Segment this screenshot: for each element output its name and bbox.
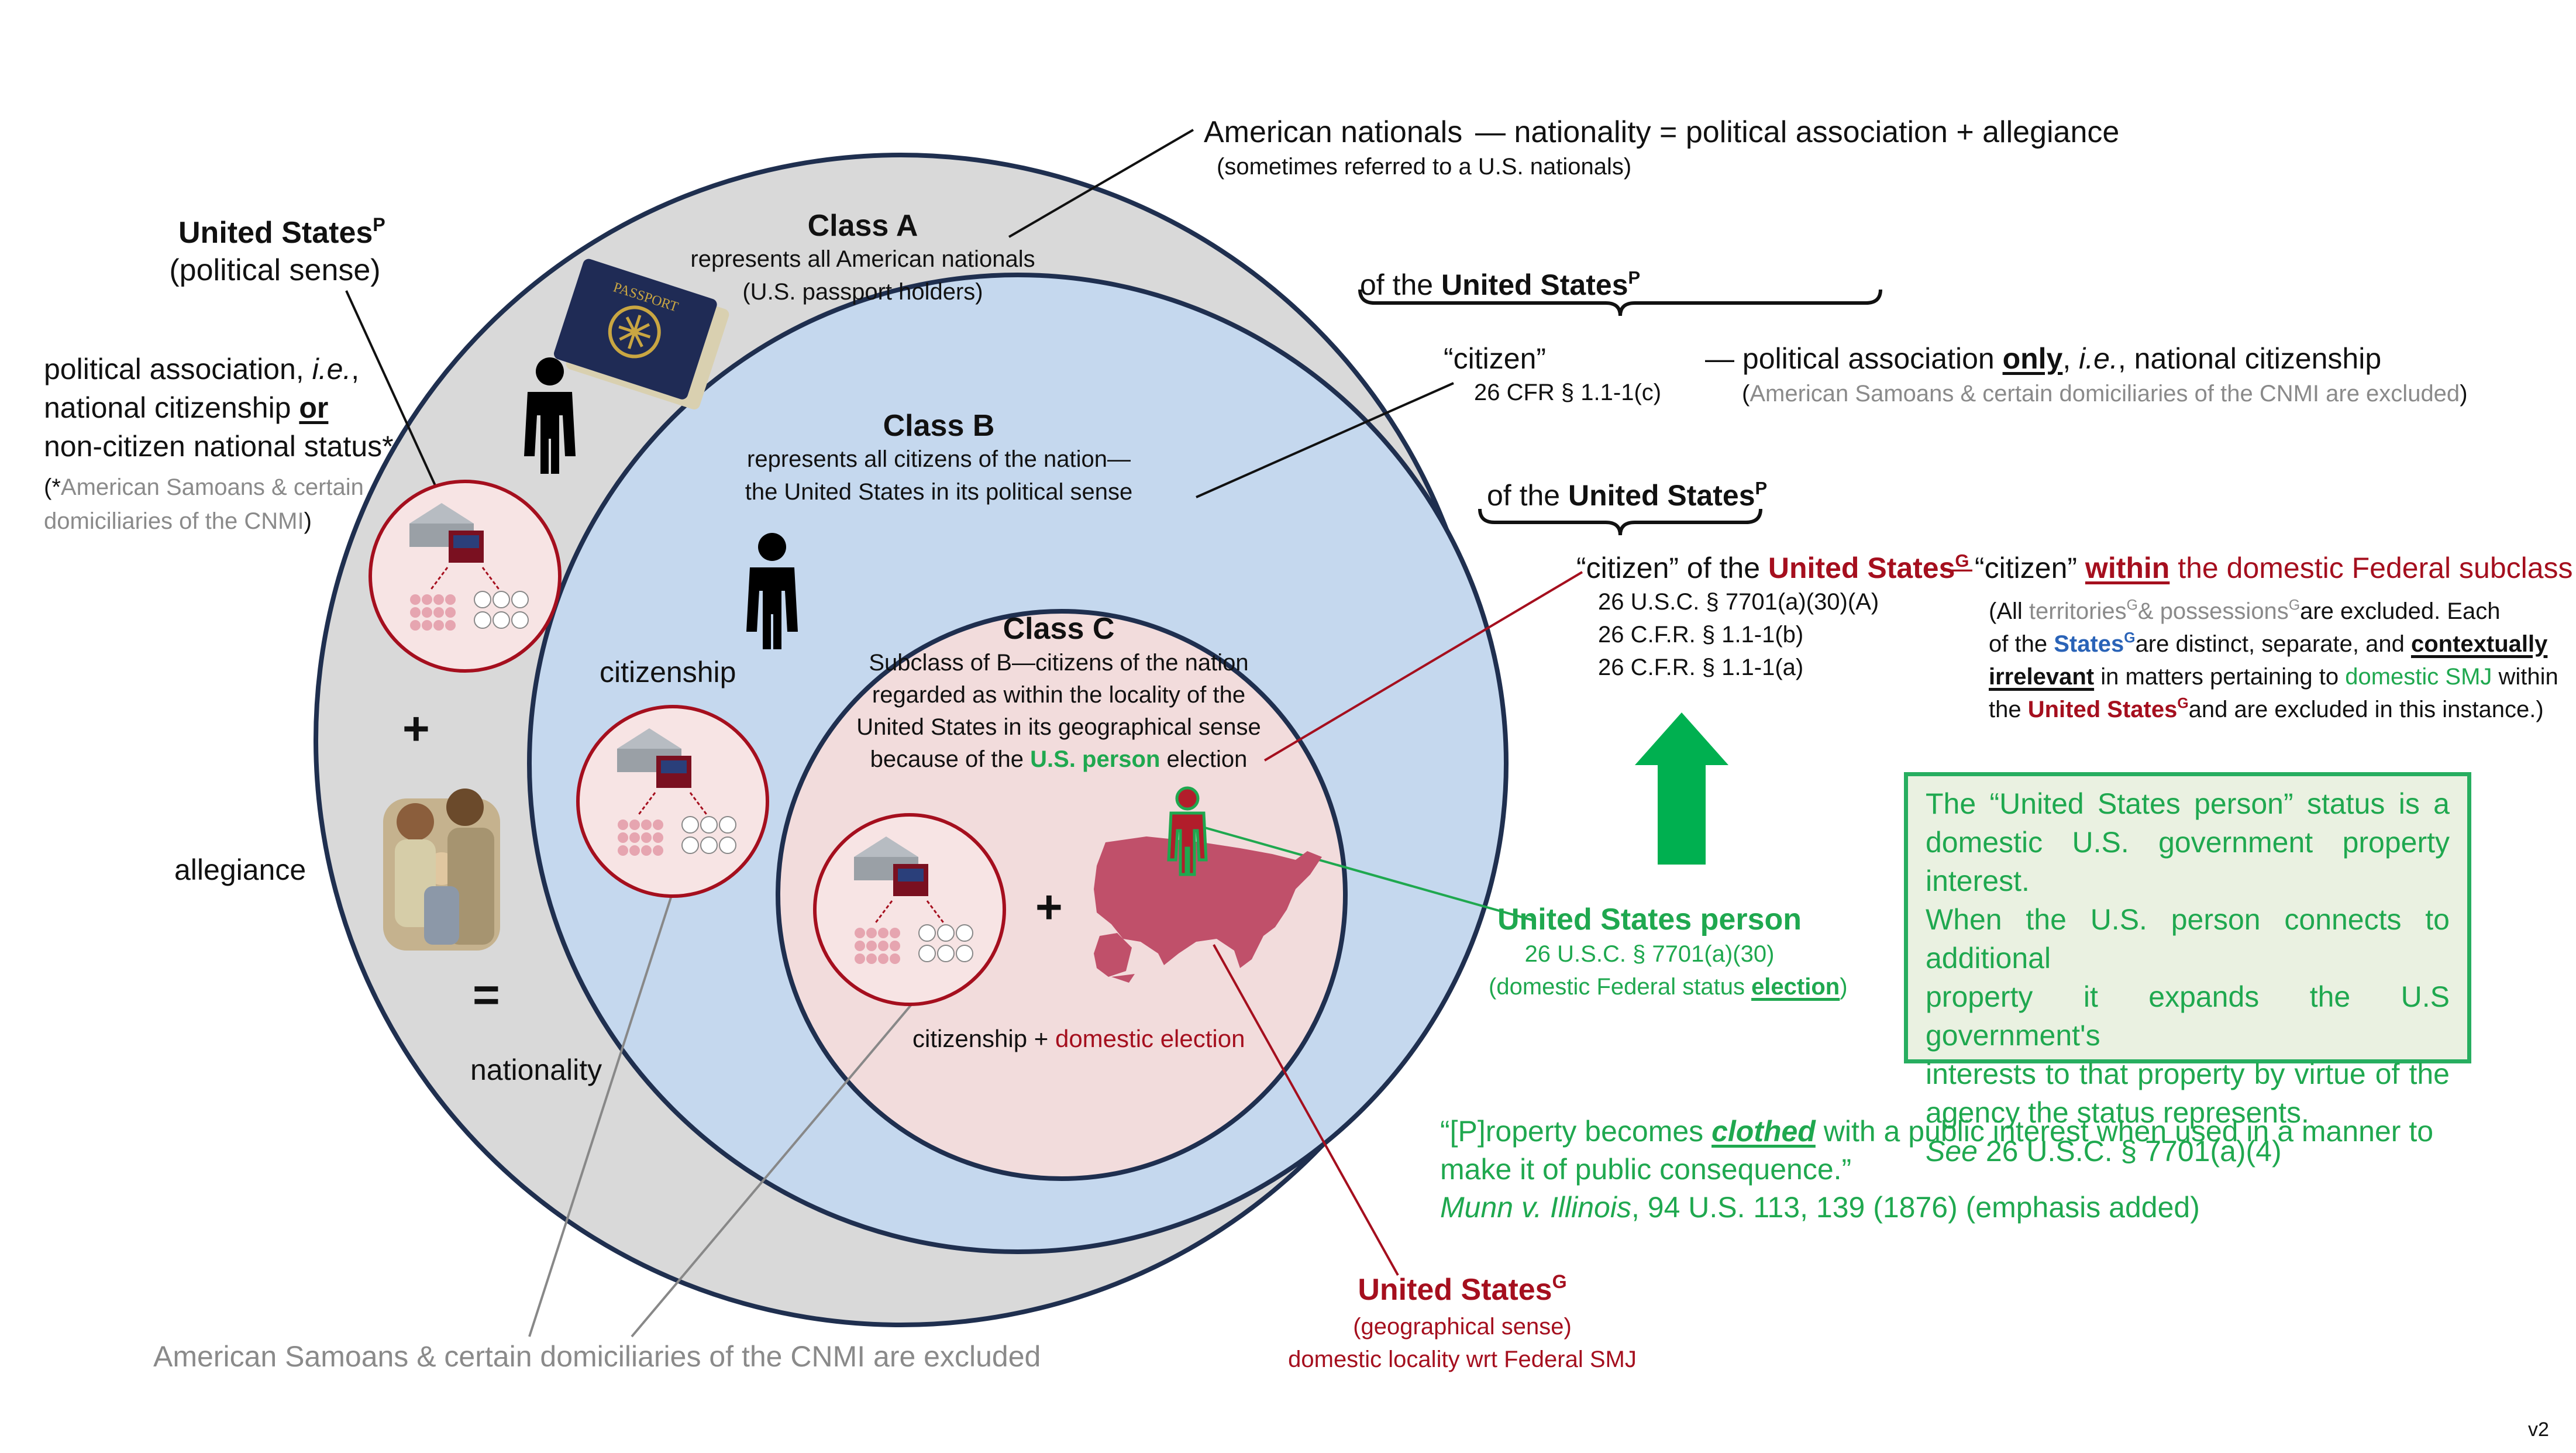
class-b-line2: the United States in its political sense: [745, 479, 1133, 505]
connector-excluded-2: [631, 964, 946, 1338]
citizen-2-cite-3: 26 C.F.R. § 1.1-1(a): [1598, 655, 1804, 680]
person-icon-class-b: [746, 533, 798, 649]
seal-citizenship: [576, 705, 769, 898]
greenbox-line5: interests to that property by virtue of …: [1926, 1058, 2450, 1090]
citizen-2-dash: —: [1943, 552, 1972, 584]
class-a-line1: represents all American nationals: [690, 246, 1035, 272]
citizen-label-1: “citizen”: [1444, 342, 1547, 375]
seal-nationals: [369, 480, 562, 673]
brace-1-label: of the United StatesP: [1360, 267, 1641, 301]
political-association-line3: non-citizen national status*: [44, 430, 394, 463]
nationality-label: nationality: [470, 1053, 602, 1086]
brace-2-label: of the United StatesP: [1487, 477, 1768, 512]
connector-us-geographic: [1213, 944, 1399, 1276]
note2-line1: (All territoriesG& possessionsGare exclu…: [1989, 597, 2501, 624]
connector-excluded-1: [528, 891, 674, 1337]
connector-us-person: [1204, 827, 1533, 921]
class-c-line1: Subclass of B—citizens of the nation: [869, 650, 1249, 676]
citizen-2-cite-2: 26 C.F.R. § 1.1-1(b): [1598, 622, 1804, 648]
exclusion-note-bottom: American Samoans & certain domiciliaries…: [153, 1340, 1041, 1373]
citizen-2-description: “citizen” within the domestic Federal su…: [1975, 552, 2573, 584]
class-c-title: Class C: [1003, 612, 1115, 646]
us-political-title: United StatesP: [178, 214, 385, 250]
connector-nationals: [1008, 129, 1194, 238]
political-association-line2: national citizenship or: [44, 391, 329, 424]
brace-1: [1358, 289, 1882, 316]
seal-domestic: [813, 813, 1006, 1006]
nationals-note: (sometimes referred to a U.S. nationals): [1217, 154, 1632, 180]
class-c-line2: regarded as within the locality of the: [872, 682, 1246, 708]
citizen-2-cite-1: 26 U.S.C. § 7701(a)(30)(A): [1598, 589, 1879, 615]
family-image: [383, 789, 500, 951]
allegiance-label: allegiance: [174, 853, 306, 886]
note2-line3: irrelevant in matters pertaining to dome…: [1989, 664, 2558, 690]
brace-2: [1478, 508, 1762, 536]
note2-line4: the United StatesGand are excluded in th…: [1989, 695, 2544, 722]
class-c-line4: because of the U.S. person election: [870, 746, 1248, 772]
plus-sign-class-c: +: [1035, 881, 1063, 933]
greenbox-line6: agency the status represents.: [1926, 1096, 2309, 1129]
quote-line1: “[P]roperty becomes clothed with a publi…: [1440, 1115, 2434, 1148]
person-icon-class-a: [524, 357, 576, 474]
us-map-image: [1094, 836, 1322, 983]
up-arrow-shape: [1635, 712, 1728, 865]
us-geographic-sense: (geographical sense): [1353, 1314, 1572, 1340]
greenbox-line2: domestic U.S. government property intere…: [1926, 826, 2450, 897]
class-b-line1: represents all citizens of the nation—: [747, 446, 1131, 472]
nationality-equation: — nationality = political association + …: [1475, 115, 2120, 149]
class-a-title: Class A: [807, 209, 918, 243]
class-c-line3: United States in its geographical sense: [856, 714, 1261, 740]
greenbox-line4: property it expands the U.S government's: [1926, 980, 2450, 1052]
class-b-title: Class B: [883, 409, 995, 443]
class-c-bottom-label: citizenship + domestic election: [912, 1025, 1245, 1052]
exclusion-note-left: (*American Samoans & certain: [44, 474, 364, 500]
us-person-property-box: The “United States person” status is a d…: [1904, 772, 2471, 1168]
us-geographic-locality: domestic locality wrt Federal SMJ: [1288, 1347, 1637, 1372]
citizen-1-exclusion: (American Samoans & certain domiciliarie…: [1742, 381, 2468, 407]
citizen-1-cite: 26 CFR § 1.1-1(c): [1474, 380, 1662, 405]
version-label: v2: [2528, 1418, 2549, 1441]
class-c-circle: [776, 609, 1348, 1181]
class-a-line2: (U.S. passport holders): [742, 279, 983, 305]
equals-sign: =: [473, 969, 500, 1021]
us-person-status: (domestic Federal status election): [1489, 974, 1848, 1000]
quote-line2: make it of public consequence.”: [1440, 1153, 1852, 1186]
greenbox-line1: The “United States person” status is a: [1926, 787, 2450, 820]
connector-citizen-usg: [1263, 571, 1583, 762]
us-person-cite: 26 U.S.C. § 7701(a)(30): [1524, 941, 1775, 967]
connector-citizen: [1196, 382, 1454, 498]
greenbox-line3: When the U.S. person connects to additio…: [1926, 903, 2450, 975]
political-sense-label: (political sense): [169, 253, 381, 287]
us-geographic-title: United StatesG: [1358, 1271, 1567, 1307]
us-person-title: United States person: [1497, 903, 1802, 936]
citizen-1-description: — political association only, i.e., nati…: [1705, 342, 2382, 375]
greenbox-cite: See 26 U.S.C. § 7701(a)(4): [1926, 1135, 2282, 1168]
political-association-line1: political association, i.e.,: [44, 353, 360, 385]
passport-image: PASSPORT: [553, 259, 729, 409]
plus-sign-left: +: [402, 703, 430, 755]
american-nationals-label: American nationals: [1204, 115, 1463, 149]
connector-us-political: [345, 290, 437, 487]
up-arrow: [1585, 714, 1728, 863]
exclusion-note-left-2: domiciliaries of the CNMI): [44, 508, 312, 534]
quote-citation: Munn v. Illinois, 94 U.S. 113, 139 (1876…: [1440, 1191, 2200, 1224]
citizen-label-2: “citizen” of the United StatesG: [1576, 550, 1969, 584]
us-person-icon: [1167, 786, 1208, 876]
note2-line2: of the StatesGare distinct, separate, an…: [1989, 630, 2548, 657]
citizenship-label: citizenship: [600, 656, 736, 688]
